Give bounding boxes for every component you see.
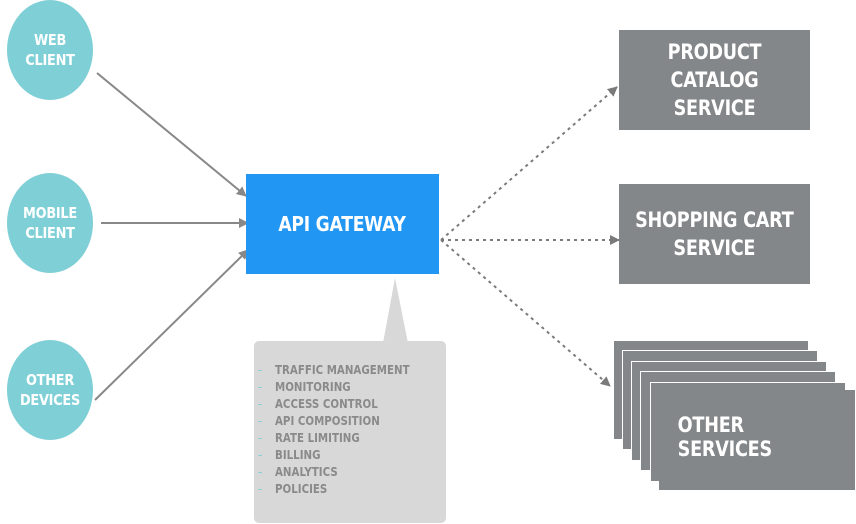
shopping-cart-service-node: SHOPPING CART SERVICE (619, 184, 810, 284)
other-devices-label: OTHER DEVICES (19, 371, 81, 409)
feature-bullet: - (258, 396, 263, 411)
feature-label: ACCESS CONTROL (275, 396, 378, 411)
shopping-cart-service-label: SHOPPING CART SERVICE (635, 208, 794, 260)
feature-bullet: - (258, 464, 263, 479)
features-callout-pointer (383, 278, 408, 343)
feature-bullet: - (258, 481, 263, 496)
feature-item: -BILLING (258, 446, 458, 463)
feature-bullet: - (258, 430, 263, 445)
other-services-label-wrap: OTHER SERVICES (662, 392, 856, 482)
feature-label: POLICIES (275, 481, 328, 496)
feature-item: -TRAFFIC MANAGEMENT (258, 361, 458, 378)
feature-label: BILLING (275, 447, 321, 462)
gateway-features-list: -TRAFFIC MANAGEMENT-MONITORING-ACCESS CO… (258, 361, 458, 497)
feature-label: API COMPOSITION (275, 413, 380, 428)
feature-item: -ANALYTICS (258, 463, 458, 480)
feature-item: -ACCESS CONTROL (258, 395, 458, 412)
web-client-node: WEB CLIENT (7, 0, 93, 100)
other-services-label: OTHER SERVICES (677, 413, 772, 461)
product-catalog-service-node: PRODUCT CATALOG SERVICE (619, 30, 810, 130)
feature-label: ANALYTICS (275, 464, 338, 479)
edge-gateway-to-other-services (440, 239, 611, 387)
feature-label: TRAFFIC MANAGEMENT (275, 362, 410, 377)
api-gateway-node: API GATEWAY (246, 174, 439, 274)
feature-label: MONITORING (275, 379, 351, 394)
feature-item: -MONITORING (258, 378, 458, 395)
edge-other-devices-to-gateway (94, 249, 249, 401)
other-services-card-front (659, 390, 855, 490)
mobile-client-node: MOBILE CLIENT (7, 173, 93, 273)
feature-bullet: - (258, 379, 263, 394)
feature-bullet: - (258, 362, 263, 377)
web-client-label: WEB CLIENT (25, 31, 75, 69)
feature-label: RATE LIMITING (275, 430, 360, 445)
other-devices-node: OTHER DEVICES (7, 340, 93, 440)
api-gateway-label: API GATEWAY (278, 212, 407, 236)
feature-bullet: - (258, 413, 263, 428)
feature-bullet: - (258, 447, 263, 462)
feature-item: -API COMPOSITION (258, 412, 458, 429)
edge-web-client-to-gateway (96, 72, 247, 197)
mobile-client-label: MOBILE CLIENT (23, 204, 77, 242)
gateway-features-callout: -TRAFFIC MANAGEMENT-MONITORING-ACCESS CO… (254, 341, 446, 523)
feature-item: -RATE LIMITING (258, 429, 458, 446)
edge-gateway-to-product-catalog (440, 86, 618, 241)
product-catalog-service-label: PRODUCT CATALOG SERVICE (667, 40, 762, 120)
feature-item: -POLICIES (258, 480, 458, 497)
